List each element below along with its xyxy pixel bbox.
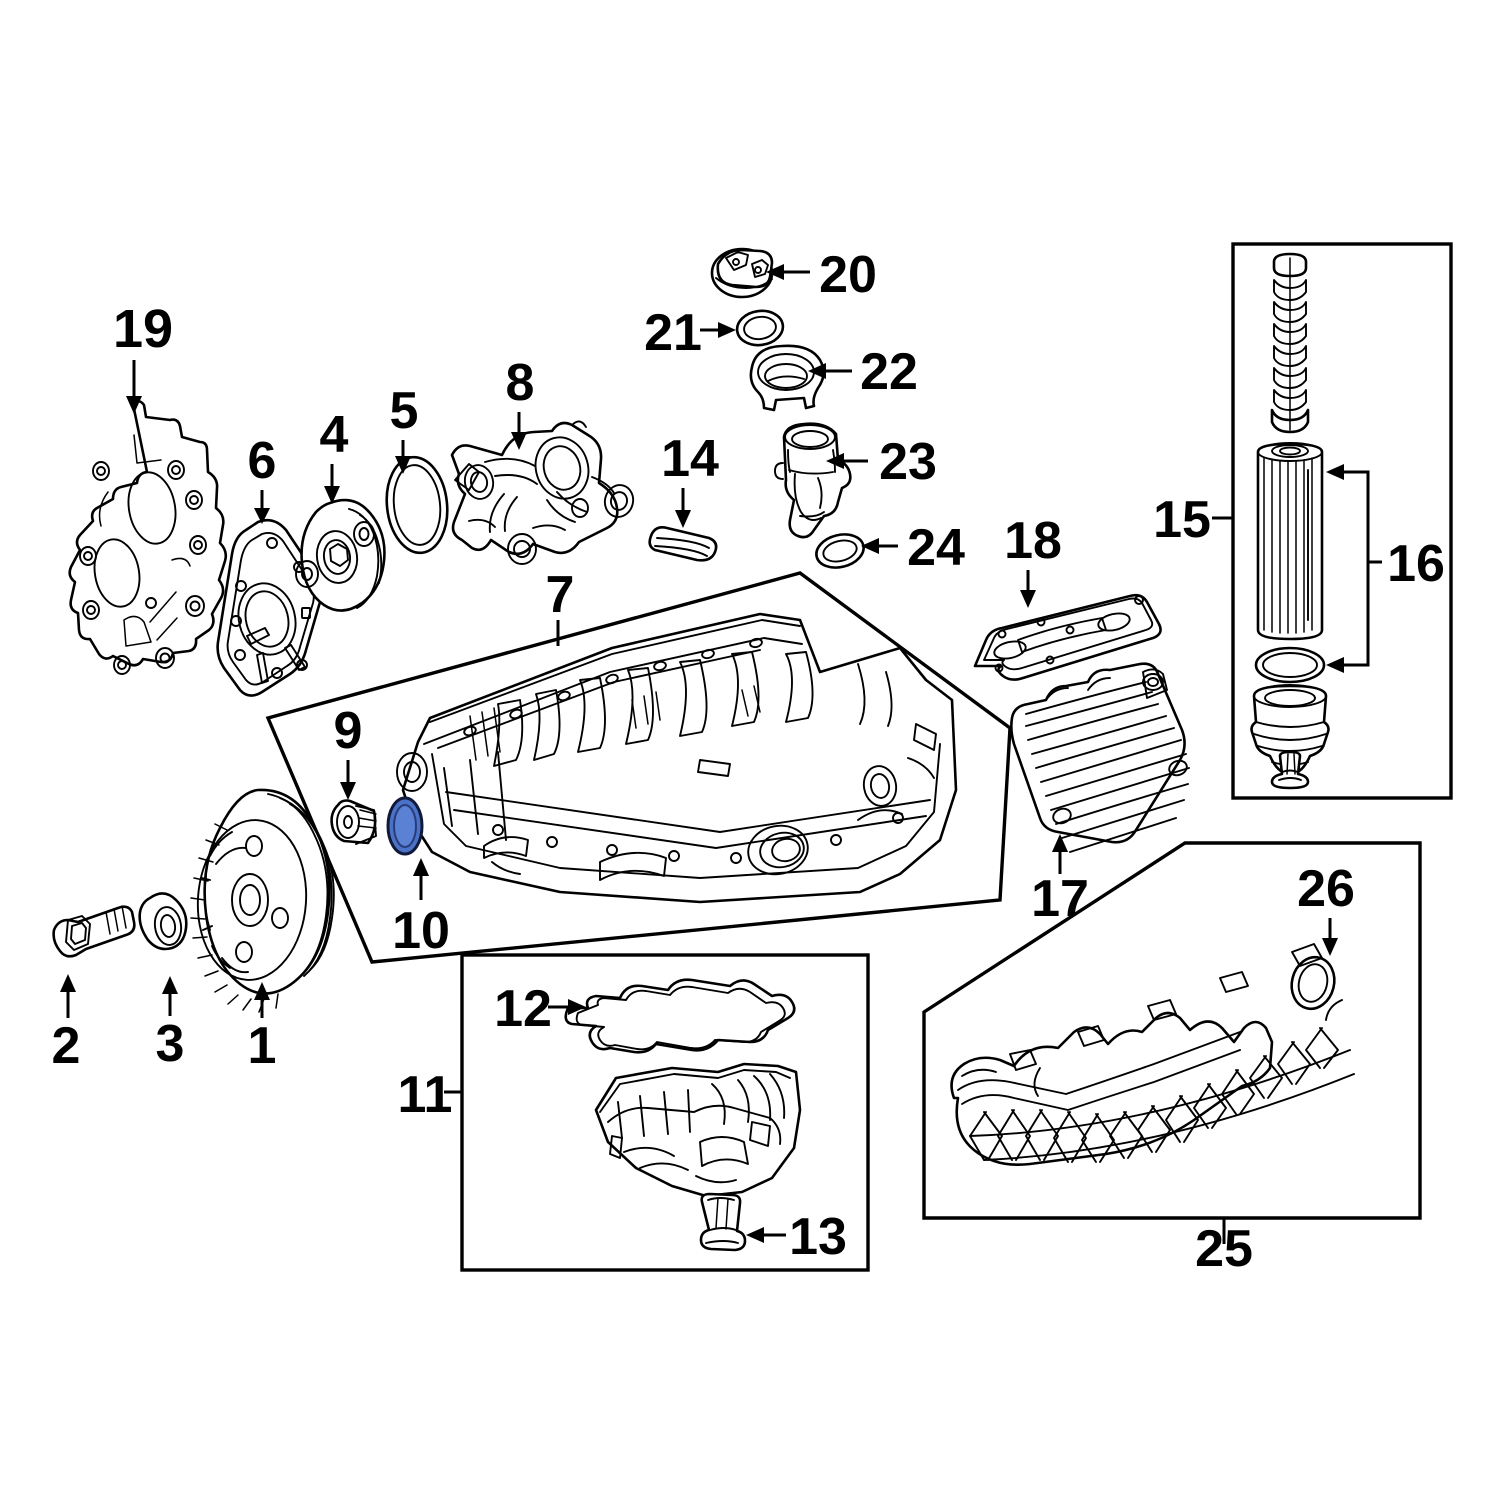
group-oil-filter-box — [1231, 242, 1453, 800]
callout-9-label: 9 — [334, 702, 363, 760]
oil-filter-drain-nipple — [1270, 750, 1310, 790]
callout-13-label: 13 — [789, 1208, 847, 1266]
callout-21[interactable]: 21 — [644, 304, 736, 362]
callout-10[interactable]: 10 — [392, 858, 450, 960]
callout-23[interactable]: 23 — [826, 433, 937, 491]
part-oil-filter-assembly[interactable] — [1250, 252, 1330, 790]
callout-1[interactable]: 1 — [248, 982, 277, 1075]
part-oil-filler-tube-seal[interactable] — [813, 530, 867, 573]
callout-22[interactable]: 22 — [808, 343, 918, 401]
part-oil-filler-cap[interactable] — [710, 247, 774, 299]
callout-22-label: 22 — [860, 343, 918, 401]
group-baffle-box — [922, 841, 1422, 1220]
callout-15[interactable]: 15 — [1153, 491, 1233, 549]
part-engine-oil-cooler[interactable] — [1010, 662, 1190, 853]
callout-26-label: 26 — [1297, 860, 1355, 918]
group-oil-pan-boundary — [265, 571, 1012, 964]
callout-5-label: 5 — [390, 382, 419, 440]
callout-24[interactable]: 24 — [861, 519, 965, 577]
oil-filter-cap-housing — [1250, 684, 1330, 776]
callout-14[interactable]: 14 — [661, 430, 719, 528]
callout-18-label: 18 — [1004, 512, 1062, 570]
callout-14-label: 14 — [661, 430, 719, 488]
callout-8[interactable]: 8 — [506, 354, 535, 450]
callout-25-label: 25 — [1195, 1220, 1253, 1278]
part-oil-pump-o-ring[interactable] — [382, 454, 452, 556]
part-drain-plug-gasket-seal[interactable] — [386, 796, 424, 856]
part-oil-filler-tube[interactable] — [774, 422, 852, 539]
callout-13[interactable]: 13 — [746, 1208, 847, 1266]
part-flywheel-flexplate[interactable] — [190, 788, 335, 1013]
callout-6[interactable]: 6 — [248, 432, 277, 524]
callout-16[interactable]: 16 — [1326, 464, 1445, 673]
callout-20[interactable]: 20 — [766, 246, 877, 304]
callout-20-label: 20 — [819, 246, 877, 304]
callout-3[interactable]: 3 — [156, 976, 185, 1073]
callout-9[interactable]: 9 — [334, 702, 363, 800]
callout-12[interactable]: 12 — [494, 980, 586, 1038]
part-lower-oil-pan-assembly[interactable] — [594, 1062, 802, 1198]
part-flywheel-washer[interactable] — [138, 892, 188, 951]
callout-2-label: 2 — [52, 1017, 81, 1075]
callout-24-label: 24 — [907, 519, 965, 577]
oil-filter-o-ring — [1254, 646, 1326, 684]
callout-7-label: 7 — [546, 566, 575, 624]
part-oil-pump-drive-gear[interactable] — [295, 498, 386, 612]
callout-17-label: 17 — [1031, 870, 1089, 928]
oil-filter-element — [1256, 442, 1324, 641]
callout-26[interactable]: 26 — [1297, 860, 1355, 956]
callout-1-label: 1 — [248, 1017, 277, 1075]
callout-8-label: 8 — [506, 354, 535, 412]
callout-11[interactable]: 11 — [398, 1066, 462, 1124]
part-front-timing-cover-housing[interactable] — [68, 399, 228, 675]
part-oil-filler-neck-flange[interactable] — [749, 344, 825, 412]
part-baffle-seal-ring[interactable] — [1286, 953, 1339, 1014]
callout-18[interactable]: 18 — [1004, 512, 1062, 608]
callout-19[interactable]: 19 — [113, 299, 173, 414]
part-oil-pump-housing-bracket[interactable] — [450, 420, 636, 565]
part-oil-level-sensor-plug[interactable] — [699, 1192, 747, 1252]
part-flywheel-bolt[interactable] — [52, 905, 136, 958]
callout-17[interactable]: 17 — [1031, 834, 1089, 928]
part-oil-filler-cap-o-ring[interactable] — [735, 308, 785, 348]
callout-23-label: 23 — [879, 433, 937, 491]
callout-3-label: 3 — [156, 1015, 185, 1073]
part-upper-oil-pan[interactable] — [396, 612, 958, 904]
oil-filter-spring — [1270, 252, 1310, 434]
callout-5[interactable]: 5 — [390, 382, 419, 474]
callout-4[interactable]: 4 — [320, 406, 349, 504]
part-oil-baffle-windage-tray[interactable] — [950, 943, 1355, 1166]
part-oil-strainer-seal[interactable] — [648, 526, 718, 562]
callout-10-label: 10 — [392, 902, 450, 960]
callout-15-label: 15 — [1153, 491, 1211, 549]
callout-2[interactable]: 2 — [52, 974, 81, 1075]
part-lower-oil-pan-gasket[interactable] — [564, 978, 796, 1054]
group-lower-oil-pan-box — [460, 953, 870, 1272]
part-oil-cooler-gasket[interactable] — [973, 593, 1162, 681]
callout-19-label: 19 — [113, 299, 173, 359]
callout-6-label: 6 — [248, 432, 277, 490]
callout-21-label: 21 — [644, 304, 702, 362]
callout-12-label: 12 — [494, 980, 552, 1038]
part-oil-drain-plug[interactable] — [330, 799, 377, 845]
callout-16-label: 16 — [1387, 535, 1445, 593]
callout-25[interactable]: 25 — [1195, 1218, 1253, 1278]
callout-7[interactable]: 7 — [546, 566, 575, 646]
callout-11-label: 11 — [398, 1066, 453, 1124]
callout-4-label: 4 — [320, 406, 349, 464]
